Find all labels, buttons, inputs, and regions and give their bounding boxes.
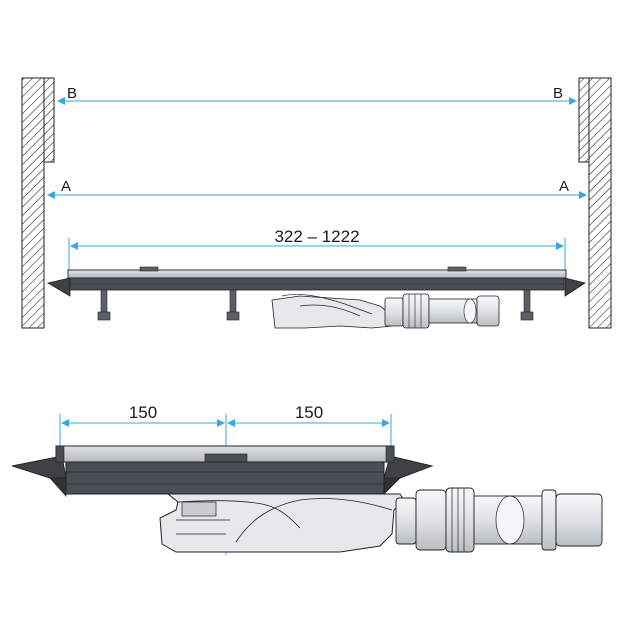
- top-view: B B A A 322 – 1222: [21, 77, 612, 329]
- label-a-left: A: [61, 178, 71, 195]
- dimension-range: 322 – 1222: [68, 227, 566, 270]
- label-b-right: B: [553, 85, 563, 102]
- dimension-b: B B: [57, 85, 577, 105]
- label-a-right: A: [559, 178, 569, 195]
- left-wall: [21, 77, 55, 329]
- dim-right-150: 150: [295, 403, 323, 422]
- right-wall: [578, 77, 612, 329]
- dimension-a: A A: [47, 178, 587, 199]
- shower-channel-top: [46, 266, 586, 329]
- shower-channel-section: [11, 445, 603, 553]
- label-b-left: B: [67, 85, 77, 102]
- range-label: 322 – 1222: [274, 227, 359, 246]
- bottom-view: 150 150: [11, 403, 603, 555]
- dim-left-150: 150: [129, 403, 157, 422]
